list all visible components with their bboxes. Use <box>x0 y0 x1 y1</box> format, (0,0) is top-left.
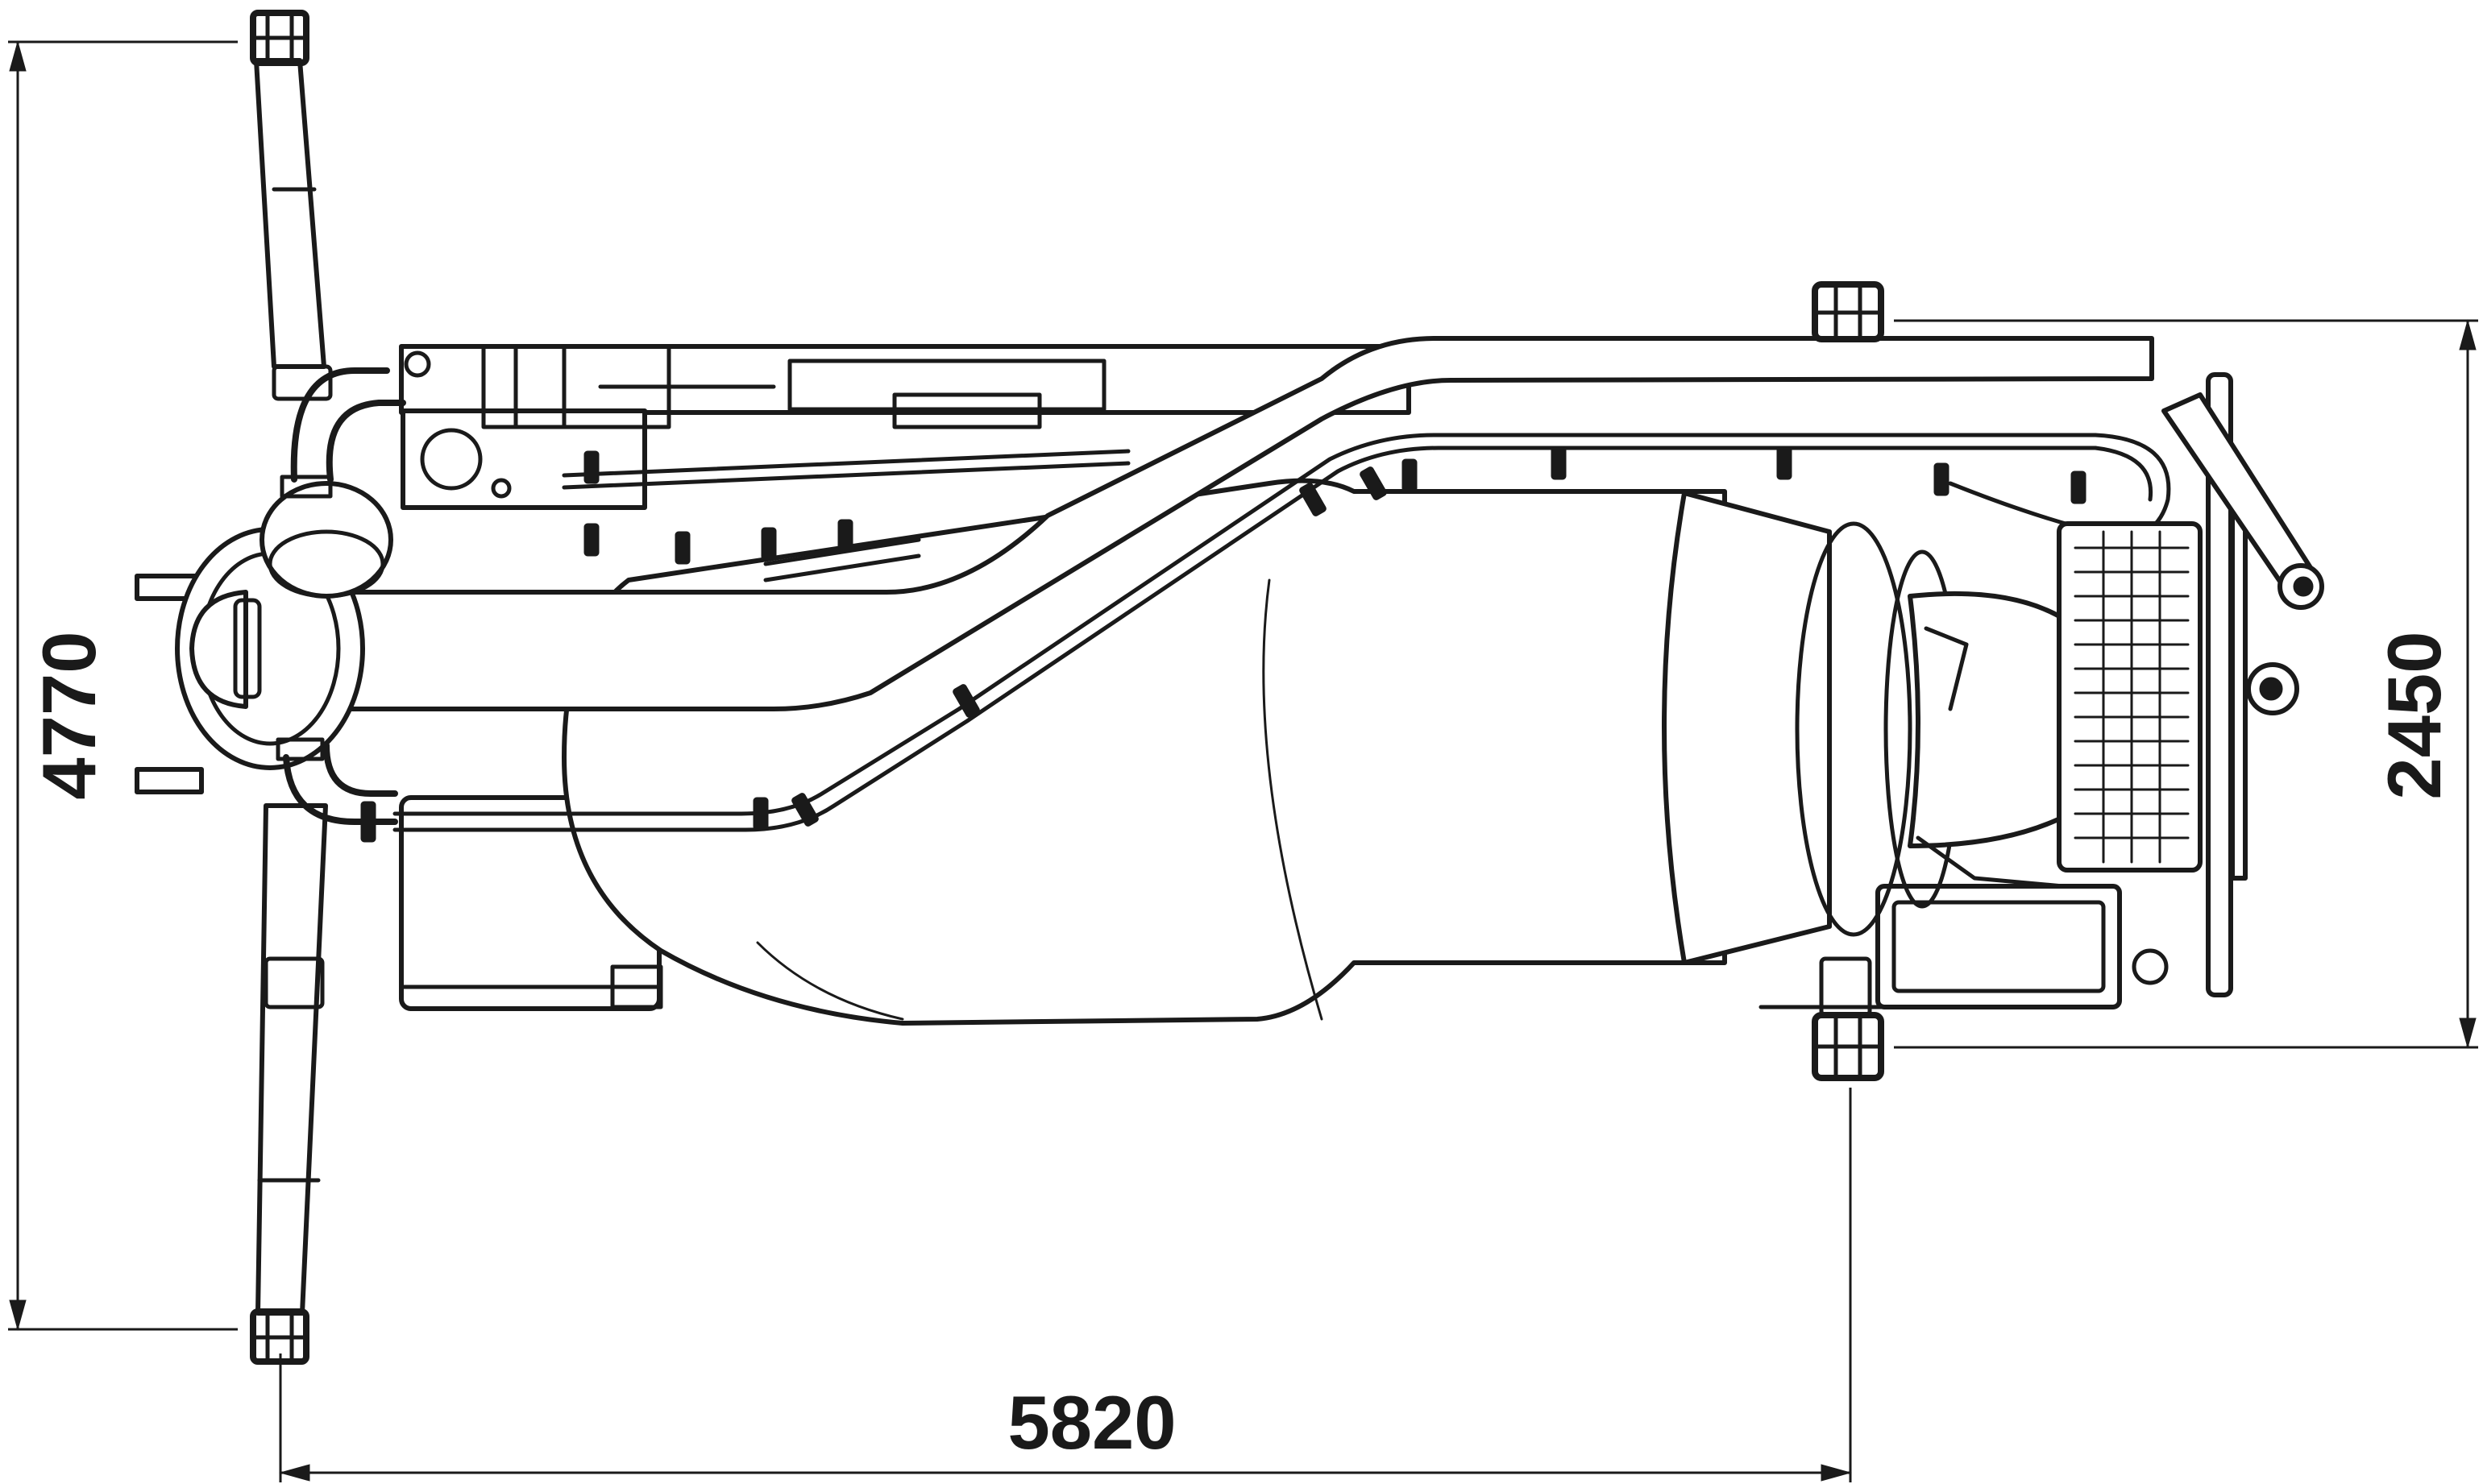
dimension-frame-width: 2450 <box>1894 319 2478 1049</box>
dimension-label-5820: 5820 <box>1007 1380 1176 1465</box>
rear-pump-unit <box>2057 372 2324 997</box>
rear-outrigger-pad-lower <box>1812 956 1884 1081</box>
dimension-length: 5820 <box>279 1088 1852 1482</box>
front-outrigger-upper <box>250 10 333 401</box>
rear-outrigger-pad-upper <box>1812 281 1884 342</box>
pipe-clamps <box>360 446 2086 843</box>
boom-main <box>175 336 2154 825</box>
front-outrigger-lower <box>250 803 328 1365</box>
dimension-label-4770: 4770 <box>27 631 111 799</box>
chassis-frame <box>399 344 2169 1011</box>
dimension-label-2450: 2450 <box>2372 631 2456 799</box>
dimension-overall-width: 4770 <box>8 40 238 1331</box>
